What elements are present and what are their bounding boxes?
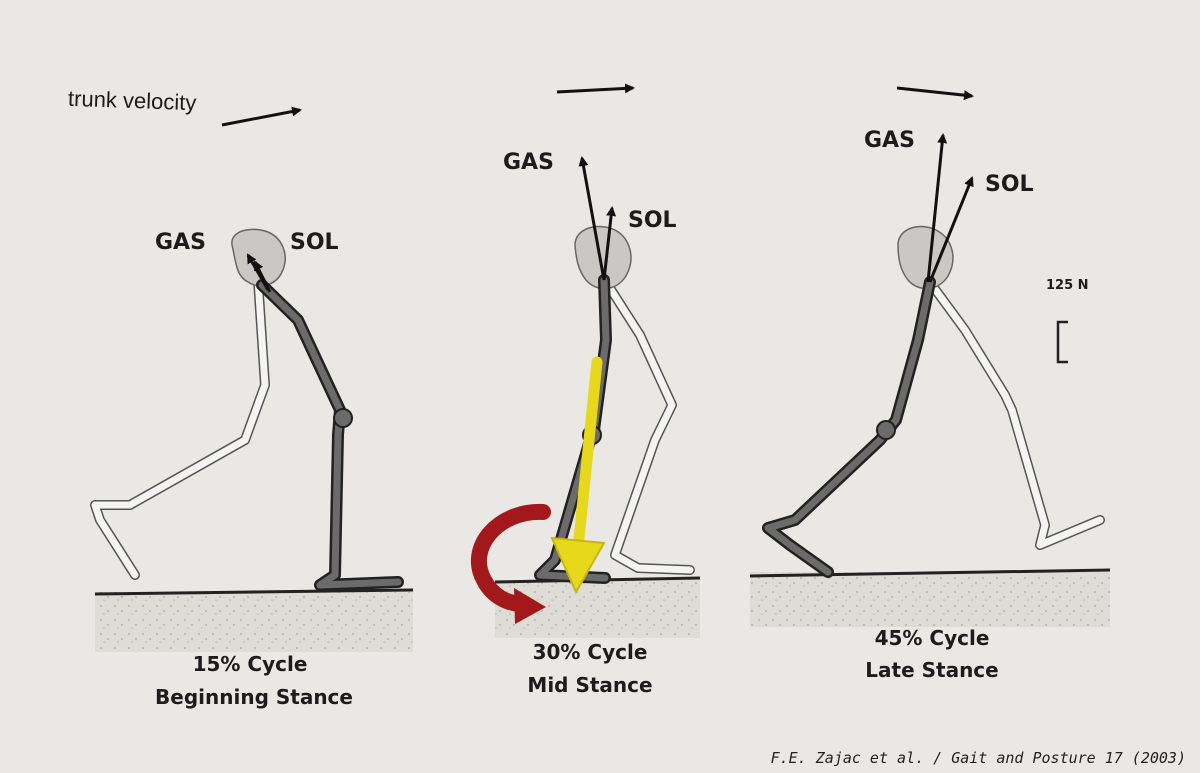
gas-label-2: GAS xyxy=(503,150,554,175)
gas-label-3: GAS xyxy=(864,128,915,153)
ground-panel-1 xyxy=(94,588,414,652)
sol-force-arrow-2 xyxy=(602,206,617,281)
red-rotation-arrow xyxy=(471,503,551,612)
trunk-velocity-label: trunk velocity xyxy=(67,85,197,116)
sol-label-1: SOL xyxy=(290,230,339,255)
skeleton-late-stance xyxy=(762,133,1105,578)
citation: F.E. Zajac et al. / Gait and Posture 17 … xyxy=(770,749,1186,767)
red-rotation-arrowhead xyxy=(514,588,546,624)
gas-force-arrow-2 xyxy=(578,156,606,281)
force-scale-label: 125 N xyxy=(1046,278,1089,293)
force-scale-bracket xyxy=(1056,320,1068,364)
phase-label-3: Late Stance xyxy=(865,658,999,682)
sol-force-arrow-3 xyxy=(928,176,974,283)
yellow-force-arrowhead xyxy=(550,536,606,595)
trunk-velocity-arrow-2 xyxy=(556,83,635,94)
sol-label-3: SOL xyxy=(985,172,1034,197)
skeleton-beginning-stance xyxy=(90,228,404,591)
cycle-label-3: 45% Cycle xyxy=(874,626,990,650)
ground-panel-3 xyxy=(749,568,1111,627)
skeleton-mid-stance xyxy=(471,156,695,624)
sol-label-2: SOL xyxy=(628,208,677,233)
trunk-velocity-arrow-1 xyxy=(221,106,302,127)
phase-label-2: Mid Stance xyxy=(527,673,653,697)
phase-label-1: Beginning Stance xyxy=(155,685,353,709)
cycle-label-1: 15% Cycle xyxy=(192,652,308,676)
trunk-velocity-arrow-3 xyxy=(896,86,974,101)
sol-force-arrow-1 xyxy=(253,260,272,293)
cycle-label-2: 30% Cycle xyxy=(532,640,648,664)
gas-force-arrow-3 xyxy=(926,133,948,283)
yellow-force-arrow xyxy=(572,356,603,554)
gas-label-1: GAS xyxy=(155,230,206,255)
